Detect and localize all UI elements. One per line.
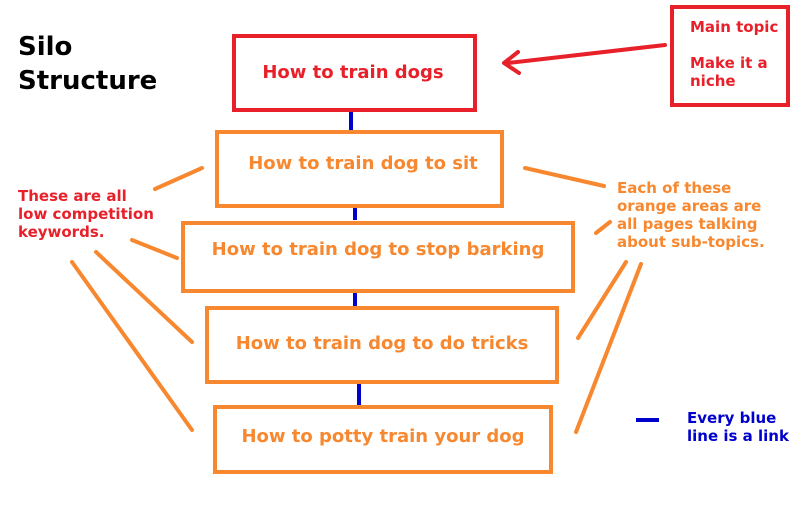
sub-topic-label: How to potty train your dog (241, 426, 524, 447)
sub-topic-label: How to train dog to stop barking (212, 239, 545, 260)
link-legend: Every blue line is a link (636, 409, 790, 445)
note-line: These are all (18, 187, 127, 205)
left-pointer-lines (70, 166, 204, 432)
sub-topic-label: How to train dog to sit (248, 153, 478, 174)
sub-topic-box: How to train dog to do tricks (205, 306, 559, 384)
note-line: Main topic (690, 18, 778, 36)
note-line: Make it a (690, 54, 768, 72)
note-line: keywords. (18, 223, 104, 241)
main-topic-label: How to train dogs (262, 62, 443, 83)
legend-line: line is a link (687, 427, 790, 445)
legend-line: Every blue (687, 409, 776, 427)
main-topic-arrow (502, 43, 667, 75)
main-topic-note: Main topic Make it a niche (670, 5, 790, 107)
note-line: low competition (18, 205, 154, 223)
right-pointer-lines (523, 166, 643, 434)
svg-text:Main topic Make i: Main topic Make it a niche (690, 18, 784, 90)
left-annotation: These are all low competition keywords. (18, 187, 159, 241)
sub-topic-box: How to potty train your dog (213, 405, 553, 474)
right-annotation: Each of these orange areas are all pages… (617, 179, 767, 251)
diagram-title: Silo Structure (18, 32, 157, 96)
note-line: orange areas are (617, 197, 761, 215)
sub-topic-label: How to train dog to do tricks (236, 333, 529, 354)
sub-topic-box: How to train dog to sit (215, 130, 504, 208)
note-line: niche (690, 72, 736, 90)
title-line: Silo (18, 32, 72, 62)
note-line: about sub-topics. (617, 233, 765, 251)
sub-topic-box: How to train dog to stop barking (181, 221, 575, 293)
note-line: all pages talking (617, 215, 758, 233)
svg-text:Every blue line is a lin: Every blue line is a link (687, 409, 790, 445)
title-line: Structure (18, 66, 157, 96)
note-line: Each of these (617, 179, 731, 197)
main-topic-box: How to train dogs (232, 34, 477, 112)
